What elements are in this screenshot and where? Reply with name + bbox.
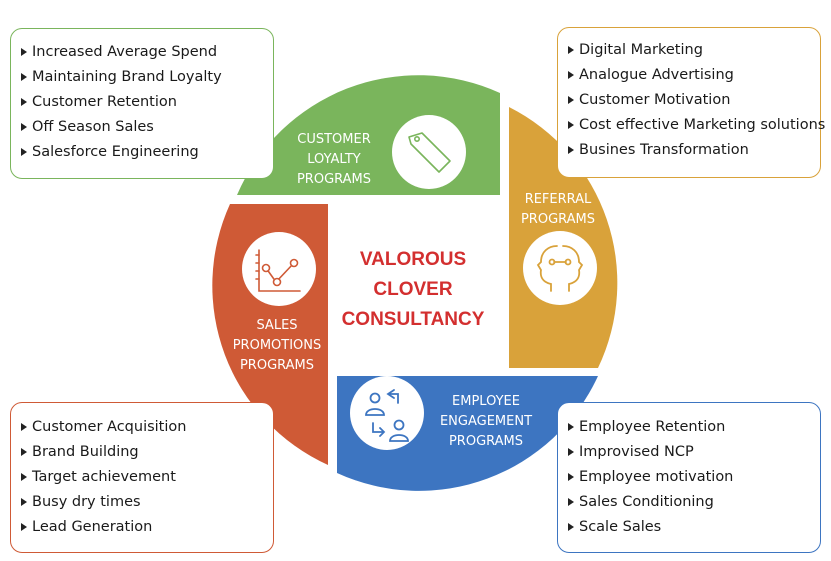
line-graph-icon <box>255 249 301 292</box>
list-item: Salesforce Engineering <box>21 140 263 165</box>
list-item: Customer Retention <box>21 90 263 115</box>
list-item: Sales Conditioning <box>568 490 810 515</box>
list-item: Analogue Advertising <box>568 63 810 88</box>
list-item: Customer Acquisition <box>21 415 263 440</box>
list-item: Off Season Sales <box>21 115 263 140</box>
referral-label-line-2: PROGRAMS <box>521 212 595 227</box>
center-title-line-2: CLOVER <box>373 279 452 300</box>
sales-label-line-2: PROMOTIONS <box>233 338 322 353</box>
sales-promotions-box: Customer Acquisition Brand Building Targ… <box>10 402 274 553</box>
referral-label-line-1: REFERRAL <box>525 192 592 207</box>
customer-label-line-1: CUSTOMER <box>297 132 370 147</box>
center-title-line-3: CONSULTANCY <box>342 309 485 330</box>
list-item: Busy dry times <box>21 490 263 515</box>
employee-label-line-1: EMPLOYEE <box>452 394 520 409</box>
employee-label-line-3: PROGRAMS <box>449 434 523 449</box>
list-item: Lead Generation <box>21 515 263 540</box>
employee-engagement-box: Employee Retention Improvised NCP Employ… <box>557 402 821 553</box>
list-item: Increased Average Spend <box>21 40 263 65</box>
referral-icon-circle <box>523 231 597 305</box>
customer-loyalty-box: Increased Average Spend Maintaining Bran… <box>10 28 274 179</box>
sales-label-line-1: SALES <box>256 318 297 333</box>
employee-icon-circle <box>350 376 424 450</box>
list-item: Customer Motivation <box>568 88 810 113</box>
list-item: Digital Marketing <box>568 38 810 63</box>
list-item: Cost effective Marketing solutions <box>568 113 825 138</box>
customer-label-line-3: PROGRAMS <box>297 172 371 187</box>
list-item: Improvised NCP <box>568 440 810 465</box>
employee-label-line-2: ENGAGEMENT <box>440 414 532 429</box>
list-item: Maintaining Brand Loyalty <box>21 65 263 90</box>
center-title-line-1: VALOROUS <box>360 249 466 270</box>
people-exchange-icon <box>365 389 409 442</box>
list-item: Scale Sales <box>568 515 810 540</box>
list-item: Busines Transformation <box>568 138 810 163</box>
two-heads-icon <box>536 245 584 292</box>
sales-label-line-3: PROGRAMS <box>240 358 314 373</box>
sales-icon-circle <box>242 232 316 306</box>
referral-box: Digital Marketing Analogue Advertising C… <box>557 27 825 178</box>
customer-icon-circle <box>392 115 466 189</box>
customer-label-line-2: LOYALTY <box>307 152 361 167</box>
list-item: Employee motivation <box>568 465 810 490</box>
list-item: Target achievement <box>21 465 263 490</box>
list-item: Brand Building <box>21 440 263 465</box>
list-item: Employee Retention <box>568 415 810 440</box>
price-tag-icon <box>408 132 451 173</box>
